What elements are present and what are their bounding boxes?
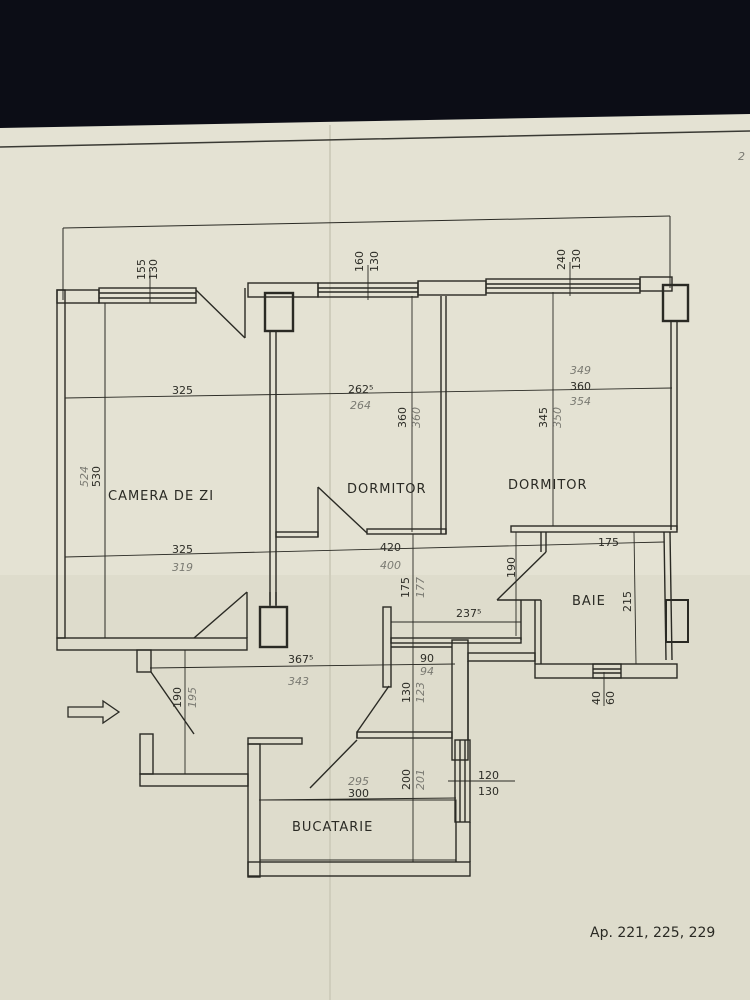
dim-window-bath-h: 60: [604, 691, 617, 705]
room-label-living: CAMERA DE ZI: [108, 489, 214, 504]
dim-entry-depth-alt: 195: [186, 687, 199, 708]
dim-living-depth-alt: 524: [78, 466, 91, 487]
dim-bedroom2-depth: 345: [537, 407, 550, 428]
room-label-bedroom-2: DORMITOR: [508, 478, 588, 493]
arrow-right-icon: [67, 699, 121, 725]
dim-hall-depth-alt: 177: [414, 577, 427, 598]
dim-window-bedroom2-w: 240: [555, 249, 568, 270]
pillar: [263, 291, 295, 333]
apartment-label: Ap. 221, 225, 229: [590, 925, 715, 941]
dim-window-bedroom1-w: 160: [353, 251, 366, 272]
paper-edge-line: [0, 130, 750, 148]
pillar: [258, 605, 289, 649]
dim-hall-width: 420: [380, 541, 401, 554]
dim-bedroom1-width-alt: 264: [350, 399, 371, 412]
dim-hall-width-alt: 400: [380, 559, 401, 572]
dim-closet-width: 90: [420, 652, 434, 665]
dim-living-bottom-alt: 319: [172, 561, 193, 574]
dim-bedroom2-width: 360: [570, 380, 591, 393]
dim-bedroom1-depth: 360: [396, 407, 409, 428]
dim-closet-depth: 130: [400, 682, 413, 703]
dim-entry-depth: 190: [171, 687, 184, 708]
pillar: [661, 283, 690, 323]
window-living: [98, 287, 197, 304]
dim-bedroom2-width-alt: 349: [570, 364, 591, 377]
dim-bath-door: 190: [505, 557, 518, 578]
dim-living-width: 325: [172, 384, 193, 397]
dim-window-kitchen-w: 120: [478, 769, 499, 782]
room-label-bath: BAIE: [572, 594, 606, 609]
dim-living-depth: 530: [90, 466, 103, 487]
dim-living-bottom: 325: [172, 543, 193, 556]
room-label-kitchen: BUCATARIE: [292, 820, 373, 835]
dim-closet-depth-alt: 123: [414, 682, 427, 703]
dim-bedroom2-width-alt2: 354: [570, 395, 591, 408]
dim-bedroom1-width: 262⁵: [348, 383, 373, 396]
dim-kitchen-depth: 200: [400, 769, 413, 790]
dim-window-bedroom1-h: 130: [368, 251, 381, 272]
dim-window-living-h: 130: [147, 259, 160, 280]
dim-entry-length: 367⁵: [288, 653, 313, 666]
dim-window-kitchen-h: 130: [478, 785, 499, 798]
dim-closet-width-alt: 94: [420, 665, 434, 678]
dim-bath-depth: 215: [621, 591, 634, 612]
dim-bath-width: 175: [598, 536, 619, 549]
dim-entry-length-alt: 343: [288, 675, 309, 688]
dim-hall-depth: 175: [399, 577, 412, 598]
dim-kitchen-width-alt: 295: [348, 775, 369, 788]
paper-shade: [0, 575, 750, 1000]
dim-corridor-length: 237⁵: [456, 607, 481, 620]
room-label-bedroom-1: DORMITOR: [347, 482, 427, 497]
page-marker: 2: [738, 150, 745, 163]
dim-kitchen-depth-alt: 201: [414, 769, 427, 790]
dim-window-bath-w: 40: [590, 691, 603, 705]
dim-bedroom2-depth-alt: 350: [551, 407, 564, 428]
dim-bedroom1-depth-alt: 360: [410, 407, 423, 428]
dim-kitchen-width: 300: [348, 787, 369, 800]
dim-window-bedroom2-h: 130: [570, 249, 583, 270]
window-bath-side: [665, 599, 689, 643]
dim-window-living-w: 155: [135, 259, 148, 280]
